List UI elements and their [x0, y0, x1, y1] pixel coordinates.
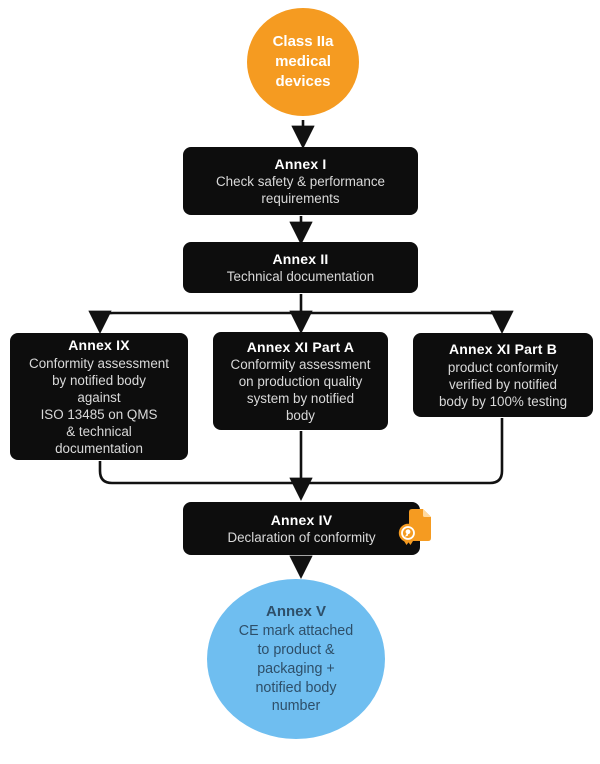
annex-ix-node: Annex IX Conformity assessment by notifi…	[10, 333, 188, 460]
connector-branch-right	[301, 310, 514, 335]
annex-ii-node: Annex II Technical documentation	[183, 242, 418, 293]
start-node-class-iia: Class IIa medical devices	[247, 8, 359, 116]
annex-iv-node: Annex IV Declaration of conformity	[183, 502, 420, 555]
annex-ii-body: Technical documentation	[226, 269, 375, 285]
annex-v-body: CE mark attached to product & packaging …	[238, 622, 354, 715]
annex-xi-part-b-body: product conformity verified by notified …	[438, 359, 568, 409]
annex-xi-part-b-title: Annex XI Part B	[448, 341, 558, 358]
annex-xi-part-a-node: Annex XI Part A Conformity assessment on…	[213, 332, 388, 430]
certificate-document-icon	[398, 509, 431, 545]
annex-ix-title: Annex IX	[68, 337, 130, 354]
annex-v-node: Annex V CE mark attached to product & pa…	[207, 579, 385, 739]
annex-i-title: Annex I	[274, 155, 327, 172]
annex-xi-part-a-body: Conformity assessment on production qual…	[230, 357, 371, 424]
connector-merge-left	[98, 461, 301, 485]
annex-iv-body: Declaration of conformity	[227, 530, 376, 546]
annex-xi-part-b-node: Annex XI Part B product conformity verif…	[413, 333, 593, 417]
annex-iv-title: Annex IV	[270, 511, 333, 528]
annex-ix-body: Conformity assessment by notified body a…	[29, 355, 169, 456]
annex-xi-part-a-title: Annex XI Part A	[246, 338, 355, 355]
annex-ii-title: Annex II	[272, 250, 329, 267]
annex-i-node: Annex I Check safety & performance requi…	[183, 147, 418, 215]
connector-branch-left	[88, 310, 301, 335]
annex-i-body: Check safety & performance requirements	[216, 174, 385, 207]
annex-v-title: Annex V	[265, 602, 326, 620]
